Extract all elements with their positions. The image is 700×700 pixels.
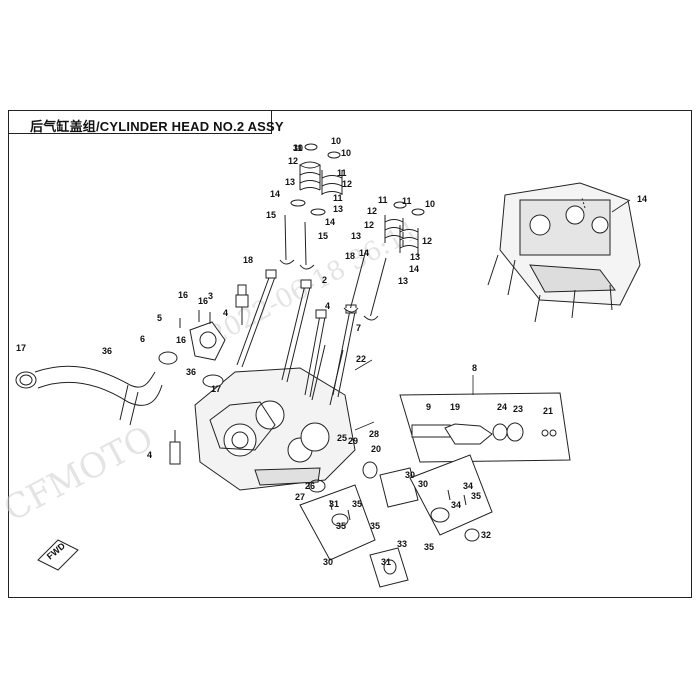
callout-26: 26 <box>305 481 315 491</box>
callout-11: 11 <box>402 196 412 206</box>
callout-5: 5 <box>157 313 162 323</box>
callout-32: 32 <box>481 530 491 540</box>
valve-set-left <box>279 143 343 270</box>
callout-35: 35 <box>370 521 380 531</box>
assembled-cylinder-head <box>487 182 641 323</box>
callout-31: 31 <box>381 557 391 567</box>
rocker-arm-right <box>409 454 493 536</box>
callout-11: 11 <box>333 193 343 203</box>
callout-3: 3 <box>208 291 213 301</box>
callout-12: 12 <box>422 236 432 246</box>
rocker-shafts <box>369 467 419 588</box>
callout-16: 16 <box>176 335 186 345</box>
callout-7: 7 <box>356 323 361 333</box>
callout-30: 30 <box>323 557 333 567</box>
thermostat-housing <box>179 310 226 388</box>
callout-33: 33 <box>397 539 407 549</box>
callout-10: 10 <box>425 199 435 209</box>
callout-11: 11 <box>293 143 303 153</box>
callout-13: 13 <box>333 204 343 214</box>
callout-19: 19 <box>450 402 460 412</box>
title-box <box>8 110 272 134</box>
spark-plug <box>235 284 249 325</box>
callout-14: 14 <box>325 217 335 227</box>
callout-35: 35 <box>471 491 481 501</box>
callout-6: 6 <box>140 334 145 344</box>
callout-30: 30 <box>418 479 428 489</box>
callout-35: 35 <box>424 542 434 552</box>
callout-16: 16 <box>198 296 208 306</box>
callout-4: 4 <box>147 450 152 460</box>
studs <box>311 344 344 406</box>
callout-35: 35 <box>352 499 362 509</box>
callout-36: 36 <box>102 346 112 356</box>
callout-27: 27 <box>295 492 305 502</box>
coolant-hose <box>15 351 178 426</box>
callout-35: 35 <box>336 521 346 531</box>
callout-31: 31 <box>329 499 339 509</box>
callout-14: 14 <box>637 194 647 204</box>
callout-25: 25 <box>337 433 347 443</box>
callout-14: 14 <box>409 264 419 274</box>
watermark-brand: CFMOTO <box>0 418 160 530</box>
callout-23: 23 <box>513 404 523 414</box>
callout-16: 16 <box>178 290 188 300</box>
head-bolts <box>236 269 357 398</box>
callout-17: 17 <box>16 343 26 353</box>
valve-set-right <box>343 201 425 321</box>
leader-lines <box>354 199 631 431</box>
page-title: 后气缸盖组/CYLINDER HEAD NO.2 ASSY <box>30 119 284 134</box>
callout-24: 24 <box>497 402 507 412</box>
callout-18: 18 <box>345 251 355 261</box>
callout-20: 20 <box>371 444 381 454</box>
temperature-sensor <box>169 430 181 465</box>
callout-4: 4 <box>223 308 228 318</box>
callout-15: 15 <box>266 210 276 220</box>
callout-30: 30 <box>405 470 415 480</box>
callout-9: 9 <box>426 402 431 412</box>
callout-12: 12 <box>367 206 377 216</box>
callout-4: 4 <box>325 301 330 311</box>
watermark: CFMOTO 2022-06-18 36:11 <box>0 215 424 530</box>
callout-14: 14 <box>359 248 369 258</box>
callout-21: 21 <box>543 406 553 416</box>
callout-12: 12 <box>288 156 298 166</box>
callout-10: 10 <box>331 136 341 146</box>
callout-22: 22 <box>356 354 366 364</box>
cylinder-head <box>194 367 356 491</box>
callout-18: 18 <box>243 255 253 265</box>
callout-12: 12 <box>364 220 374 230</box>
o-rings <box>308 461 480 575</box>
callout-36: 36 <box>186 367 196 377</box>
callout-11: 11 <box>378 195 388 205</box>
callout-11: 11 <box>337 168 347 178</box>
callout-8: 8 <box>472 363 477 373</box>
rocker-arm-left <box>299 484 376 561</box>
callout-10: 10 <box>341 148 351 158</box>
callout-30: 30 <box>293 143 303 153</box>
callout-13: 13 <box>398 276 408 286</box>
callout-12: 12 <box>342 179 352 189</box>
callout-13: 13 <box>410 252 420 262</box>
callout-13: 13 <box>351 231 361 241</box>
callout-2: 2 <box>322 275 327 285</box>
diagram-frame <box>8 110 692 598</box>
oil-control-assembly <box>399 392 571 463</box>
callout-29: 29 <box>348 436 358 446</box>
callout-17: 17 <box>211 384 221 394</box>
callout-13: 13 <box>285 177 295 187</box>
callout-14: 14 <box>270 189 280 199</box>
callout-34: 34 <box>451 500 461 510</box>
fwd-marker: FWD <box>37 539 79 571</box>
callout-28: 28 <box>369 429 379 439</box>
callout-34: 34 <box>463 481 473 491</box>
callout-15: 15 <box>318 231 328 241</box>
